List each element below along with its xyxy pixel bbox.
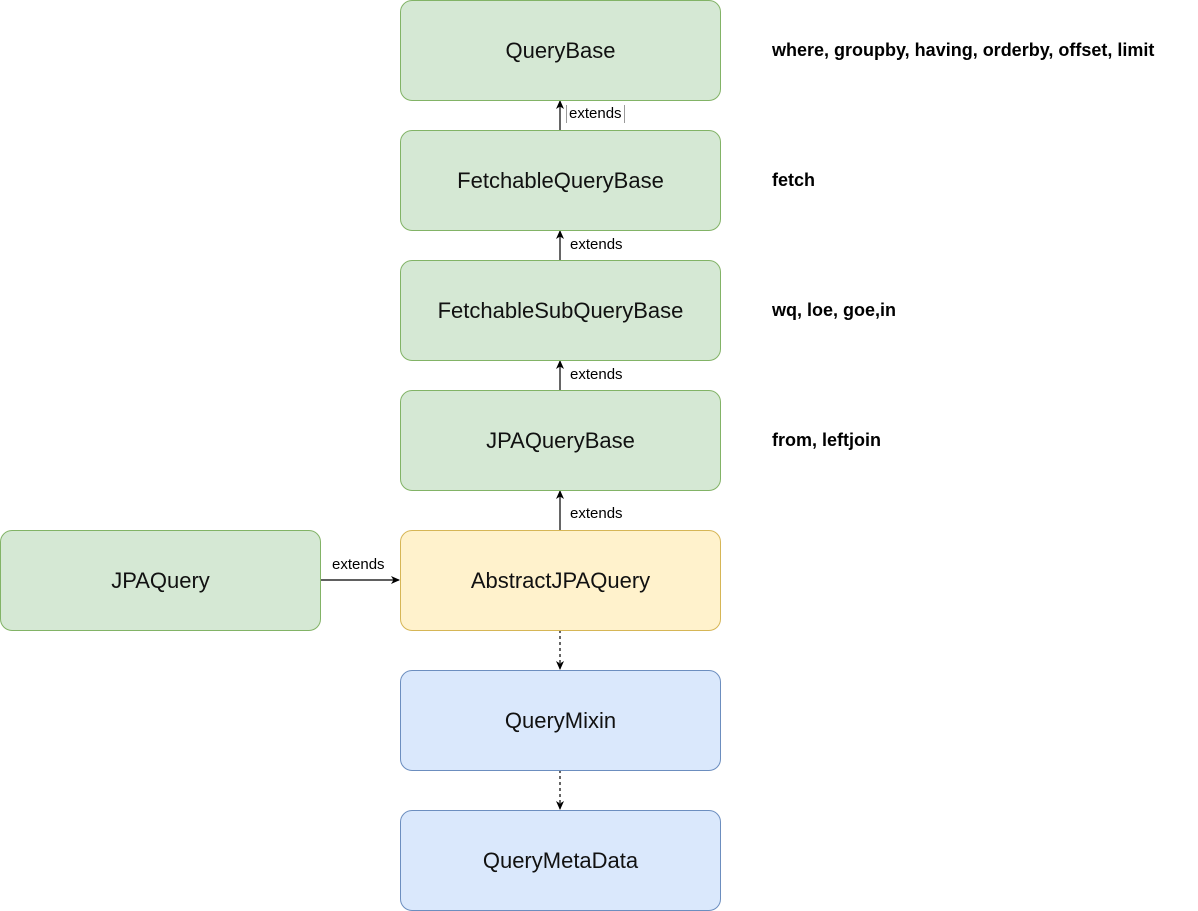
edge-label-extends: extends: [568, 505, 625, 523]
node-querymixin[interactable]: QueryMixin: [400, 670, 721, 771]
node-fetchablequerybase[interactable]: FetchableQueryBase: [400, 130, 721, 231]
methods-jpaquerybase: from, leftjoin: [772, 430, 881, 450]
node-abstractjpaquery[interactable]: AbstractJPAQuery: [400, 530, 721, 631]
methods-fetchablequerybase: fetch: [772, 170, 816, 190]
node-jpaquery[interactable]: JPAQuery: [0, 530, 321, 631]
edge-label-extends: extends: [568, 366, 625, 384]
node-jpaquerybase[interactable]: JPAQueryBase: [400, 390, 721, 491]
methods-querybase: where, groupby, having, orderby, offset,…: [772, 40, 1155, 60]
edge-label-extends: extends: [566, 105, 625, 123]
edge-label-extends: extends: [568, 236, 625, 254]
node-fetchablesubquerybase[interactable]: FetchableSubQueryBase: [400, 260, 721, 361]
edge-label-extends: extends: [330, 556, 387, 574]
node-querymetadata[interactable]: QueryMetaData: [400, 810, 721, 911]
methods-fetchablesubquerybase: wq, loe, goe,in: [772, 300, 897, 320]
node-querybase[interactable]: QueryBase: [400, 0, 721, 101]
